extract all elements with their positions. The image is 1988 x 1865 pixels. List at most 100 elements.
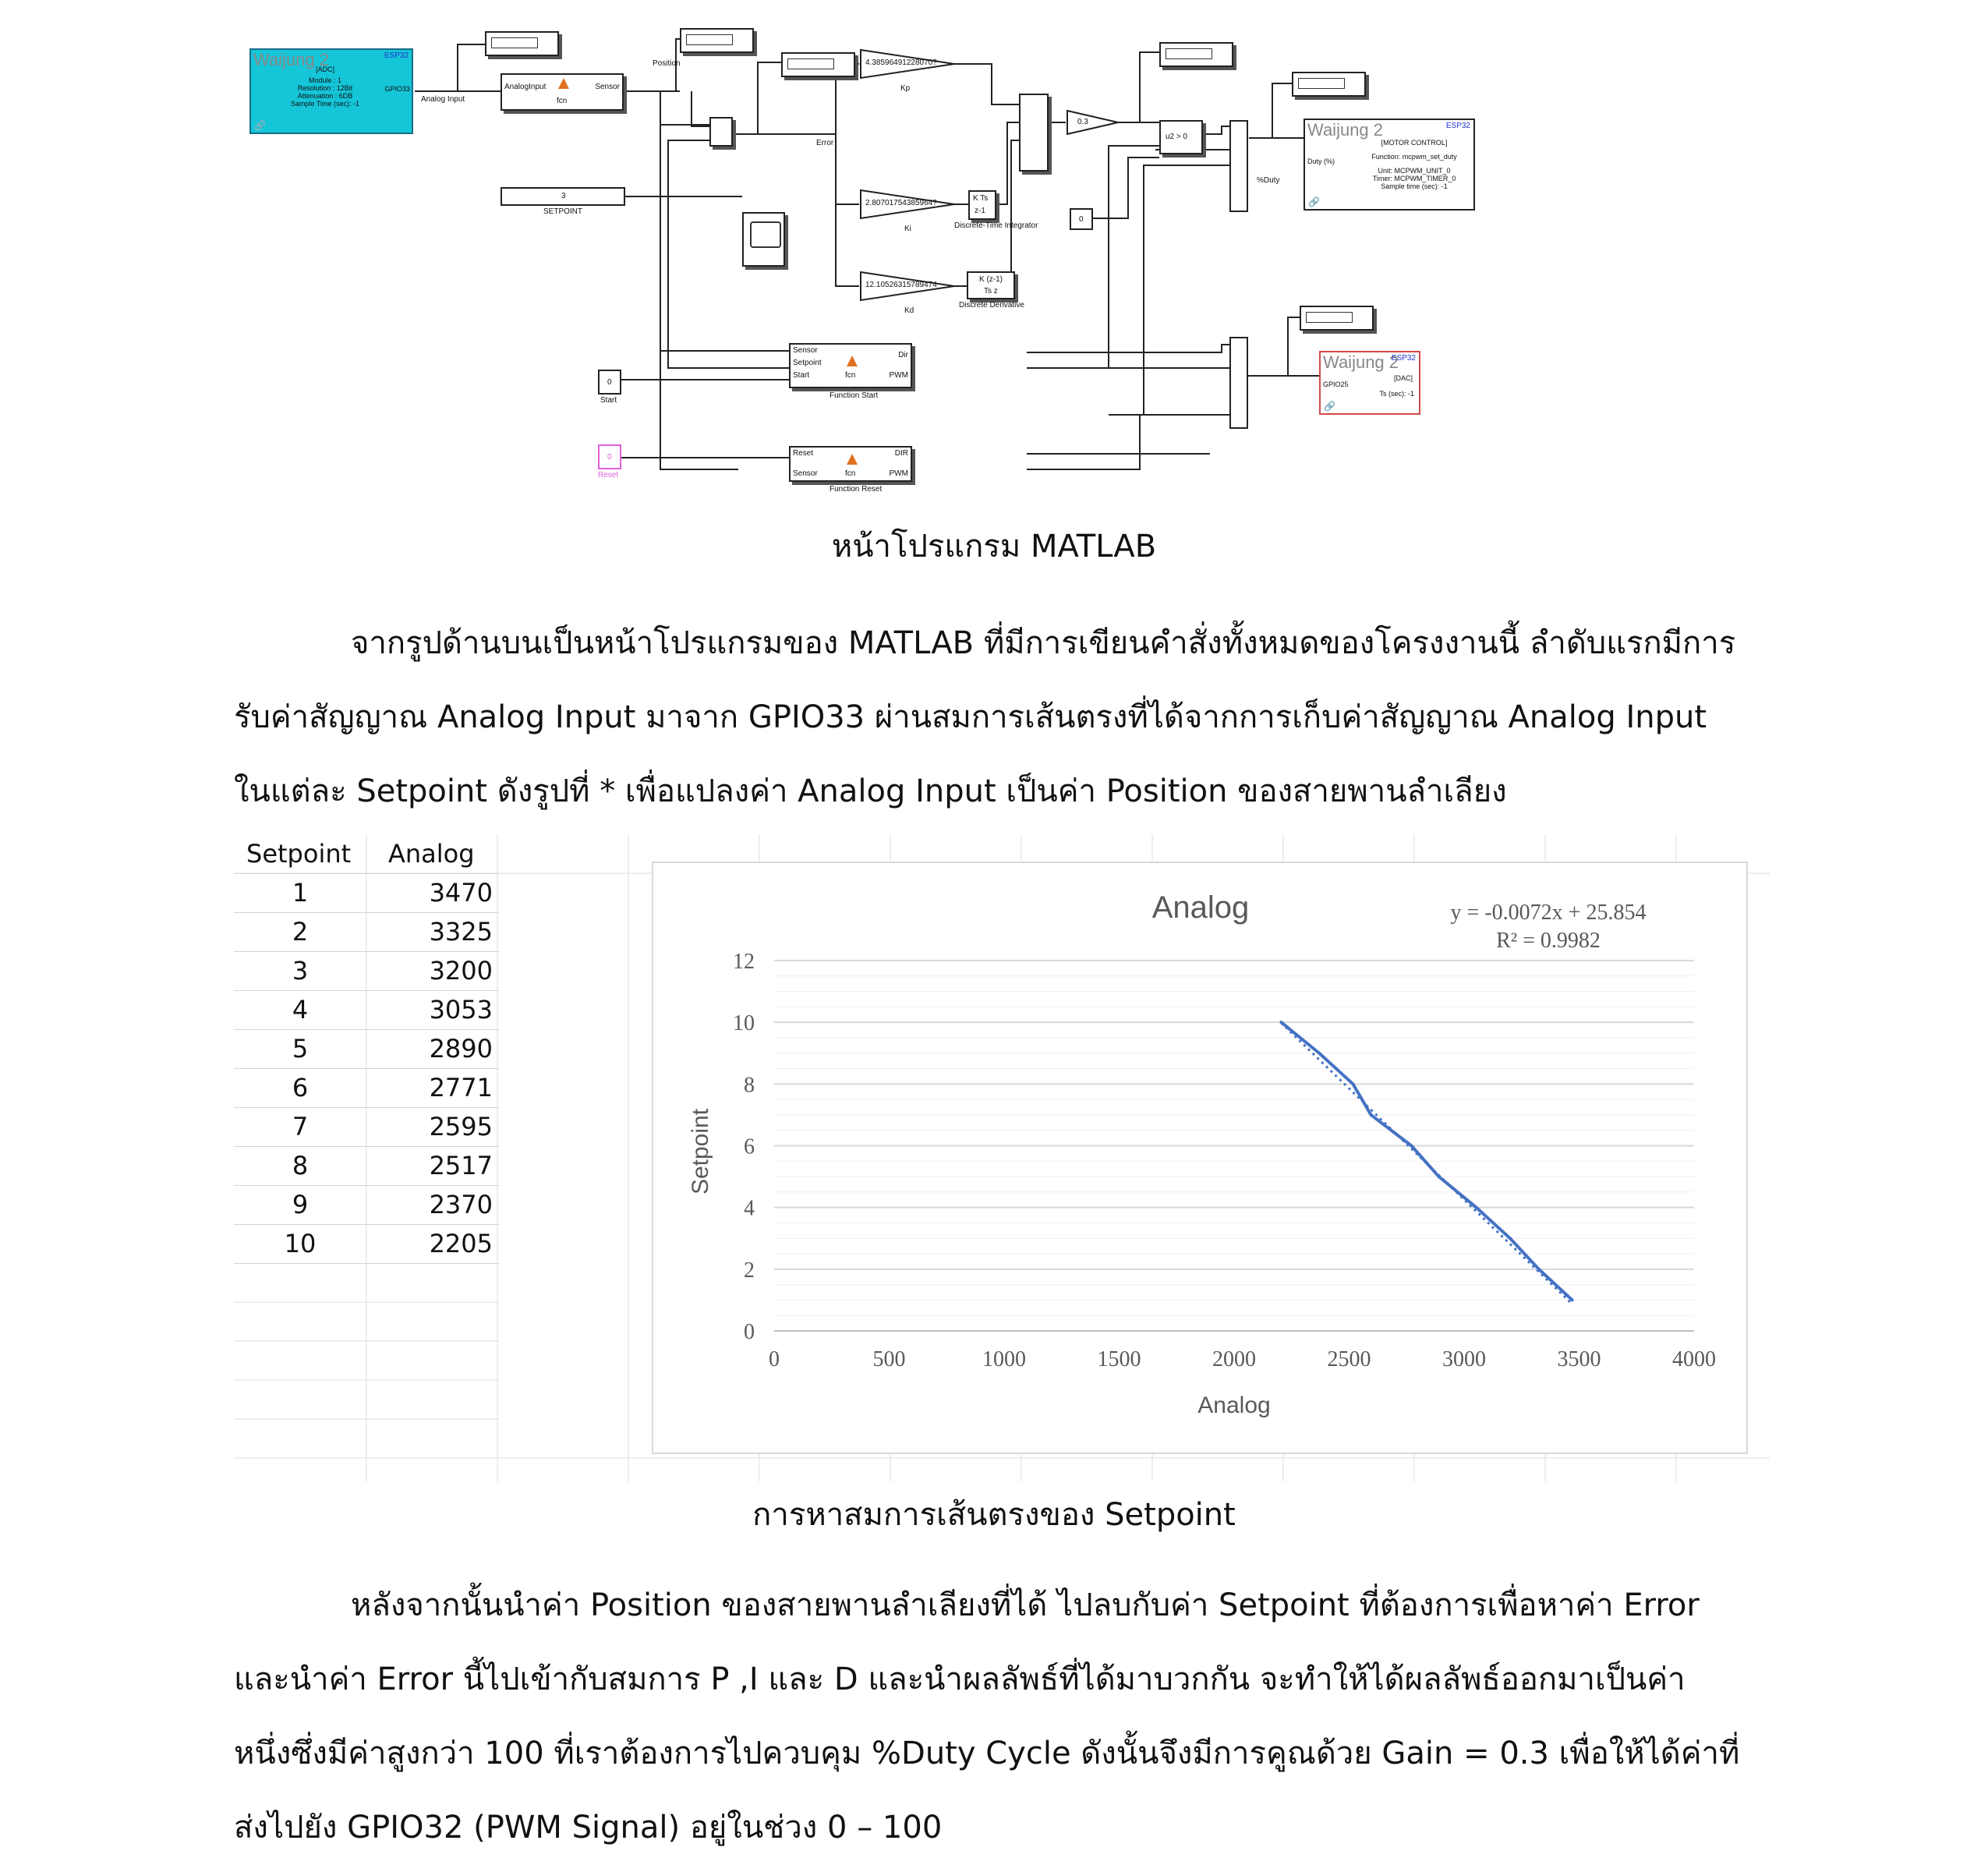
- display-block[interactable]: [485, 31, 559, 56]
- function-reset-out-1: PWM: [889, 469, 908, 478]
- adc-block-badge: ESP32: [384, 51, 409, 60]
- function-reset-block[interactable]: Reset Sensor DIR PWM fcn: [789, 446, 912, 482]
- display-block[interactable]: [1292, 72, 1366, 97]
- trendline-r2: R² = 0.9982: [1496, 929, 1601, 953]
- table-cell-setpoint: 7: [292, 1112, 309, 1141]
- paragraph-2-line-4: ส่งไปยัง GPIO32 (PWM Signal) อยู่ในช่วง …: [234, 1810, 943, 1846]
- scatter-chart: Analog y = -0.0072x + 25.854 R² = 0.9982…: [688, 890, 1716, 1418]
- function-start-out-1: PWM: [889, 371, 908, 380]
- gain-duty-block[interactable]: [1066, 109, 1120, 136]
- mux-block-2[interactable]: [1229, 337, 1248, 429]
- fcn-sensor-name: fcn: [557, 97, 568, 105]
- x-axis-label: Analog: [1197, 1393, 1270, 1418]
- analog-input-label: Analog Input: [421, 95, 465, 104]
- function-start-block[interactable]: Sensor Setpoint Start Dir PWM fcn: [789, 343, 912, 388]
- y-tick-label: 2: [744, 1258, 755, 1283]
- dac-block[interactable]: Waijung 2 ESP32 [DAC] Ts (sec): -1 GPIO2…: [1319, 351, 1420, 415]
- derivative-den: Ts z: [984, 287, 998, 295]
- sum-block[interactable]: [709, 117, 733, 147]
- mux-block[interactable]: [1229, 120, 1248, 212]
- integrator-num: K Ts: [973, 194, 989, 203]
- data-point: [1318, 1051, 1321, 1055]
- gain-kp-value: 4.38596491228070?: [865, 58, 937, 67]
- gain-kp-label: Kp: [900, 84, 911, 93]
- switch-label: u2 > 0: [1166, 133, 1188, 141]
- table-cell-analog: 2370: [429, 1190, 493, 1219]
- setpoint-value: 3: [561, 192, 566, 200]
- display-block[interactable]: [680, 28, 754, 53]
- gain-kd-block[interactable]: [859, 271, 957, 302]
- dac-block-line-0: [DAC]: [1393, 374, 1413, 382]
- reset-label: Reset: [598, 471, 619, 480]
- x-tick-label: 1500: [1098, 1347, 1141, 1371]
- function-reset-in-1: Sensor: [793, 469, 818, 478]
- scope-block[interactable]: [742, 212, 785, 267]
- fcn-sensor-block[interactable]: AnalogInput Sensor fcn: [501, 73, 624, 111]
- adc-block-title: Waijung 2: [253, 50, 330, 69]
- motor-block-line-2: Unit: MCPWM_UNIT_0: [1378, 167, 1451, 175]
- y-tick-label: 0: [744, 1320, 755, 1344]
- dac-block-line-1: Ts (sec): -1: [1379, 390, 1414, 398]
- start-constant[interactable]: 0: [598, 370, 621, 395]
- matlab-icon: [847, 356, 858, 366]
- pid-sum-block[interactable]: [1019, 94, 1049, 172]
- simulink-diagram: Waijung 2 ESP32 [ADC] Module : 1 Resolut…: [243, 17, 1763, 501]
- integrator-block[interactable]: K Ts z-1: [968, 190, 996, 220]
- derivative-block[interactable]: K (z-1) Ts z: [967, 271, 1015, 299]
- dac-block-title: Waijung 2: [1323, 352, 1399, 372]
- figure-caption-matlab: หน้าโปรแกรม MATLAB: [831, 529, 1157, 564]
- x-tick-label: 1000: [982, 1347, 1026, 1371]
- paragraph-1-line-2: รับค่าสัญญาณ Analog Input มาจาก GPIO33 ผ…: [234, 699, 1707, 735]
- data-point: [1570, 1298, 1574, 1302]
- integrator-den: z-1: [975, 207, 985, 215]
- x-tick-label: 2500: [1328, 1347, 1371, 1371]
- motor-block-line-1: Function: mcpwm_set_duty: [1371, 153, 1457, 161]
- trendline-equation: y = -0.0072x + 25.854: [1451, 901, 1647, 925]
- data-point: [1351, 1082, 1355, 1086]
- function-reset-name: fcn: [845, 469, 856, 478]
- setpoint-constant[interactable]: 3: [501, 187, 625, 206]
- link-icon: 🔗: [1308, 196, 1320, 207]
- signal-lines: [415, 38, 1319, 470]
- table-cell-setpoint: 6: [292, 1073, 309, 1102]
- dac-block-badge: ESP32: [1391, 354, 1416, 363]
- x-tick-label: 0: [769, 1347, 780, 1371]
- zero-constant[interactable]: 0: [1070, 208, 1093, 230]
- chart-area: Analog y = -0.0072x + 25.854 R² = 0.9982…: [652, 862, 1748, 1454]
- function-start-label: Function Start: [830, 391, 879, 400]
- y-tick-label: 6: [744, 1135, 755, 1159]
- link-icon: 🔗: [254, 120, 266, 131]
- motor-block-title: Waijung 2: [1307, 120, 1384, 140]
- reset-constant[interactable]: 0: [598, 444, 621, 469]
- motor-block-port: Duty (%): [1307, 157, 1335, 165]
- display-block[interactable]: [1159, 42, 1233, 67]
- link-icon: 🔗: [1324, 401, 1335, 412]
- adc-block[interactable]: Waijung 2 ESP32 [ADC] Module : 1 Resolut…: [249, 48, 413, 134]
- display-block[interactable]: [781, 52, 855, 77]
- table-cell-analog: 2205: [429, 1229, 493, 1258]
- display-block[interactable]: [1300, 306, 1374, 331]
- table-cell-analog: 2517: [429, 1151, 493, 1180]
- x-tick-label: 3000: [1442, 1347, 1486, 1371]
- adc-block-line-1: Module : 1: [308, 76, 342, 84]
- y-tick-label: 12: [733, 950, 755, 974]
- chart-title: Analog: [1152, 890, 1250, 925]
- motor-control-block[interactable]: Waijung 2 ESP32 [MOTOR CONTROL] Function…: [1304, 119, 1475, 211]
- function-start-in-0: Sensor: [793, 346, 818, 355]
- table-cell-analog: 3470: [429, 878, 493, 908]
- switch-block[interactable]: u2 > 0: [1159, 120, 1203, 154]
- matlab-icon: [847, 454, 858, 465]
- gain-kp-block[interactable]: [859, 48, 957, 80]
- table-header-analog: Analog: [388, 839, 475, 869]
- gain-ki-block[interactable]: [859, 189, 957, 220]
- adc-block-port: GPIO33: [384, 85, 410, 93]
- gain-ki-label: Ki: [904, 225, 911, 233]
- integrator-label: Discrete-Time Integrator: [954, 221, 1038, 230]
